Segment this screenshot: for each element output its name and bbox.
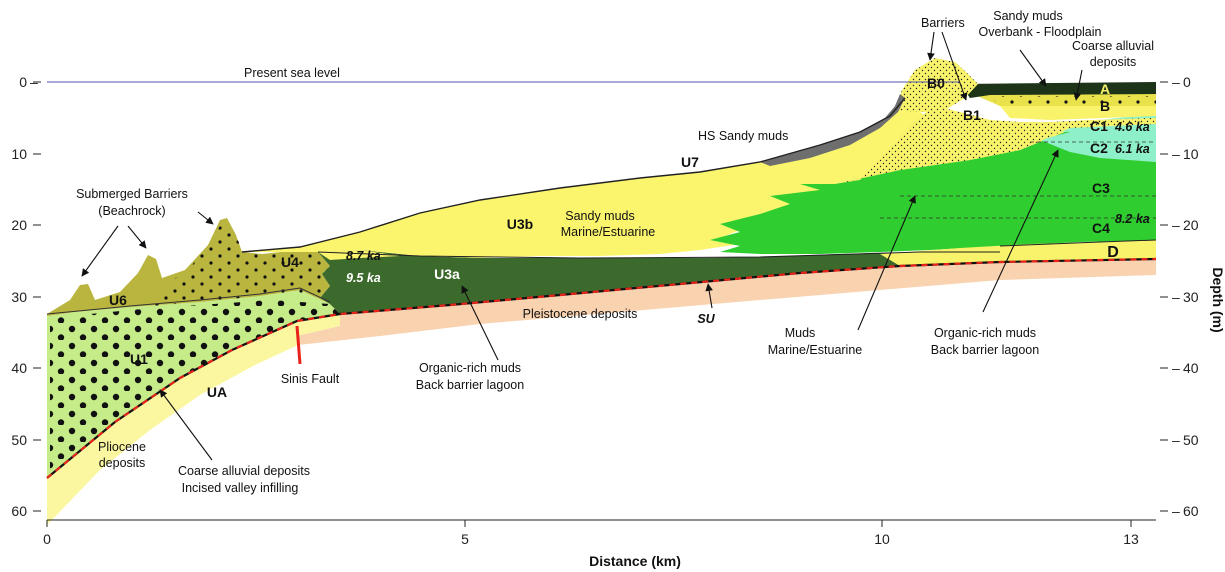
sandy-muds-mid-2: Marine/Estuarine	[561, 225, 656, 239]
y-right-dash-10: –	[1172, 146, 1180, 162]
y-left-dash-0: –	[30, 74, 38, 90]
sandy-muds-top-label: Sandy muds	[993, 9, 1062, 23]
unit-c3-c4-layer	[710, 130, 1156, 254]
dark-top-layer	[960, 82, 1156, 98]
unit-ua-label: UA	[207, 384, 227, 400]
unit-c1-label: C1	[1090, 118, 1108, 134]
age-8-2: 8.2 ka	[1115, 212, 1150, 226]
unit-a-label: A	[1100, 81, 1110, 97]
unit-u3a-layer	[318, 250, 1000, 314]
x-tick-0: 0	[43, 531, 51, 547]
labels: Present sea level Barriers Sandy muds Ov…	[76, 9, 1154, 495]
y-left-tick-0: 0	[19, 74, 27, 90]
unit-u1-dots	[50, 300, 340, 470]
submerged-barriers-2: (Beachrock)	[98, 204, 165, 218]
unit-b0-label: B0	[927, 75, 945, 91]
unit-c2-label: C2	[1090, 140, 1108, 156]
pliocene-label-1: Pliocene	[98, 440, 146, 454]
x-axis-label: Distance (km)	[589, 553, 681, 569]
left-y-ticks: 0 10 20 30 40 50 60	[11, 74, 41, 519]
unit-u3b-label: U3b	[507, 216, 533, 232]
unit-u1-label: U1	[130, 351, 148, 367]
y-right-dash-30: –	[1172, 289, 1180, 305]
coarse-alluvial-bottom-1: Coarse alluvial deposits	[178, 464, 310, 478]
unit-u4-label: U4	[281, 254, 299, 270]
age-9-5: 9.5 ka	[346, 271, 381, 285]
unit-c4-label: C4	[1092, 220, 1110, 236]
y-right-tick-0: 0	[1183, 74, 1191, 90]
overbank-label: Overbank - Floodplain	[979, 25, 1102, 39]
pliocene-label-2: deposits	[99, 456, 146, 470]
submerged-barriers-1: Submerged Barriers	[76, 187, 188, 201]
y-right-dash-50: –	[1172, 432, 1180, 448]
y-right-tick-20: 20	[1183, 217, 1199, 233]
age-4-6: 4.6 ka	[1114, 120, 1150, 134]
y-left-tick-50: 50	[11, 432, 27, 448]
y-right-tick-50: 50	[1183, 432, 1199, 448]
muds-marine-label: Marine/Estuarine	[768, 343, 863, 357]
sea-level-label: Present sea level	[244, 66, 340, 80]
hs-sandy-muds-label: HS Sandy muds	[698, 129, 788, 143]
barrier-b1-dots	[835, 106, 1156, 184]
barriers-label: Barriers	[921, 16, 965, 30]
unit-u4-dots	[150, 220, 328, 306]
unit-c1-c2-layer	[1000, 114, 1156, 162]
y-right-dash-40: –	[1172, 360, 1180, 376]
pleistocene-layer	[297, 259, 1156, 345]
pleistocene-label: Pleistocene deposits	[523, 307, 638, 321]
organic-muds-mid-1: Organic-rich muds	[419, 361, 521, 375]
unit-b-dots	[990, 96, 1156, 106]
y-left-tick-10: 10	[11, 146, 27, 162]
organic-muds-right-1: Organic-rich muds	[934, 326, 1036, 340]
y-axis-label: Depth (m)	[1210, 267, 1225, 332]
y-left-tick-30: 30	[11, 289, 27, 305]
coarse-alluvial-bottom-2: Incised valley infilling	[182, 481, 299, 495]
organic-muds-right-2: Back barrier lagoon	[931, 343, 1039, 357]
right-y-ticks: –0 –10 –20 –30 –40 –50 –60	[1160, 74, 1199, 519]
y-right-dash-0: –	[1172, 74, 1180, 90]
unit-b-layer	[1000, 106, 1156, 120]
coarse-alluvial-top-1: Coarse alluvial	[1072, 39, 1154, 53]
sinis-fault-label: Sinis Fault	[281, 372, 340, 386]
sandy-muds-mid-1: Sandy muds	[565, 209, 634, 223]
y-left-tick-20: 20	[11, 217, 27, 233]
unit-u3a-label: U3a	[434, 266, 460, 282]
unit-u7-layer	[760, 94, 905, 166]
layer-boundaries	[46, 97, 1157, 479]
muds-label: Muds	[785, 326, 816, 340]
unit-b-label: B	[1100, 98, 1110, 114]
y-left-tick-60: 60	[11, 503, 27, 519]
axes: 0 5 10 13 Distance (km) 0 10 20 30 40 50…	[11, 74, 1225, 569]
annotation-arrows	[81, 31, 1083, 461]
y-right-dash-20: –	[1172, 217, 1180, 233]
y-right-tick-60: 60	[1183, 503, 1199, 519]
y-right-tick-30: 30	[1183, 289, 1199, 305]
y-right-dash-60: –	[1172, 503, 1180, 519]
unit-u7-label: U7	[681, 154, 699, 170]
layers	[47, 58, 1156, 525]
x-tick-10: 10	[874, 531, 890, 547]
sinis-fault-line	[295, 325, 302, 365]
y-left-tick-40: 40	[11, 360, 27, 376]
unit-b1-label: B1	[963, 107, 981, 123]
age-8-7: 8.7 ka	[346, 249, 381, 263]
y-right-tick-40: 40	[1183, 360, 1199, 376]
coarse-alluvial-top-2: deposits	[1090, 55, 1137, 69]
y-right-tick-10: 10	[1183, 146, 1199, 162]
unit-d-label: D	[1107, 244, 1119, 261]
unit-c3-label: C3	[1092, 180, 1110, 196]
organic-muds-mid-2: Back barrier lagoon	[416, 378, 524, 392]
age-6-1: 6.1 ka	[1115, 142, 1150, 156]
unit-u6-label: U6	[109, 292, 127, 308]
x-tick-13: 13	[1123, 531, 1139, 547]
x-tick-5: 5	[461, 531, 469, 547]
barrier-b0-dots	[895, 58, 978, 112]
unit-su-label: SU	[697, 312, 715, 326]
